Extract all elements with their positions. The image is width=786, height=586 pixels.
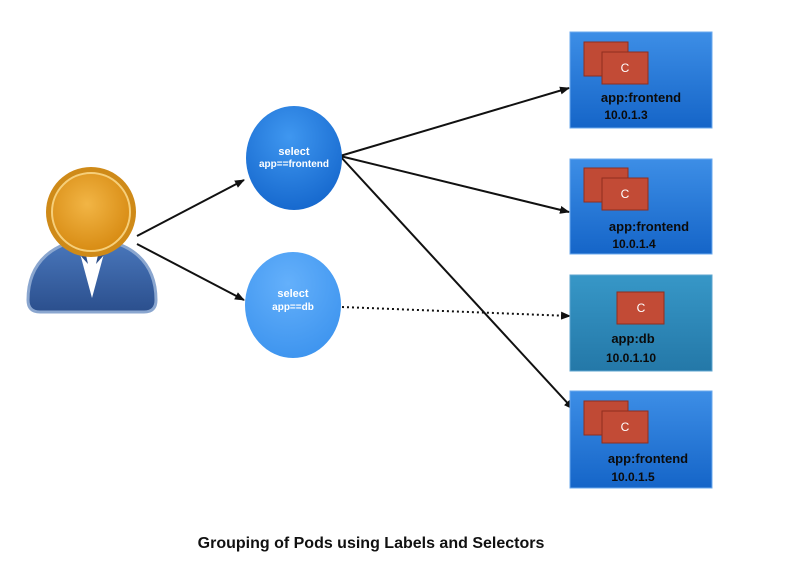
pod-label: app:frontend xyxy=(609,219,689,234)
user-icon xyxy=(26,167,158,314)
pod-label: app:frontend xyxy=(601,90,681,105)
pod-ip: 10.0.1.5 xyxy=(611,470,655,484)
pod-4: C app:frontend 10.0.1.5 xyxy=(569,390,713,489)
container-icon xyxy=(601,177,649,211)
arrow-user-to-frontend-selector xyxy=(136,179,245,237)
selector-frontend-line1: select xyxy=(278,146,310,158)
container-icon xyxy=(616,291,665,325)
arrow-user-to-db-selector xyxy=(136,243,245,301)
caption-text: Grouping of Pods using Labels and Select… xyxy=(197,535,545,552)
arrow-selector-to-pod-4 xyxy=(339,155,574,410)
container-label: C xyxy=(621,420,630,434)
pod-2: C app:frontend 10.0.1.4 xyxy=(569,158,713,255)
diagram-caption: Grouping of Pods using Labels and Select… xyxy=(0,535,786,553)
pod-ip: 10.0.1.4 xyxy=(612,237,656,251)
selector-db: select app==db xyxy=(245,252,341,358)
dotted-arrow-db-selector-to-pod-3 xyxy=(341,306,571,320)
container-label: C xyxy=(621,61,630,75)
container-icon xyxy=(601,410,649,444)
selector-frontend-line2: app==frontend xyxy=(259,159,329,170)
pod-ip: 10.0.1.3 xyxy=(604,108,648,122)
selector-db-line2: app==db xyxy=(272,302,314,313)
pod-label: app:frontend xyxy=(608,451,688,466)
pod-ip: 10.0.1.10 xyxy=(606,351,656,365)
selector-db-line1: select xyxy=(277,288,309,300)
arrow-selector-to-pod-2 xyxy=(339,155,570,214)
container-label: C xyxy=(637,301,646,315)
arrow-selector-to-pod-1 xyxy=(339,86,570,157)
pod-label: app:db xyxy=(611,331,654,346)
selector-frontend: select app==frontend xyxy=(246,106,342,210)
pod-1: C app:frontend 10.0.1.3 xyxy=(569,31,713,129)
container-label: C xyxy=(621,187,630,201)
pod-3: C app:db 10.0.1.10 xyxy=(569,274,713,372)
container-icon xyxy=(601,51,649,85)
